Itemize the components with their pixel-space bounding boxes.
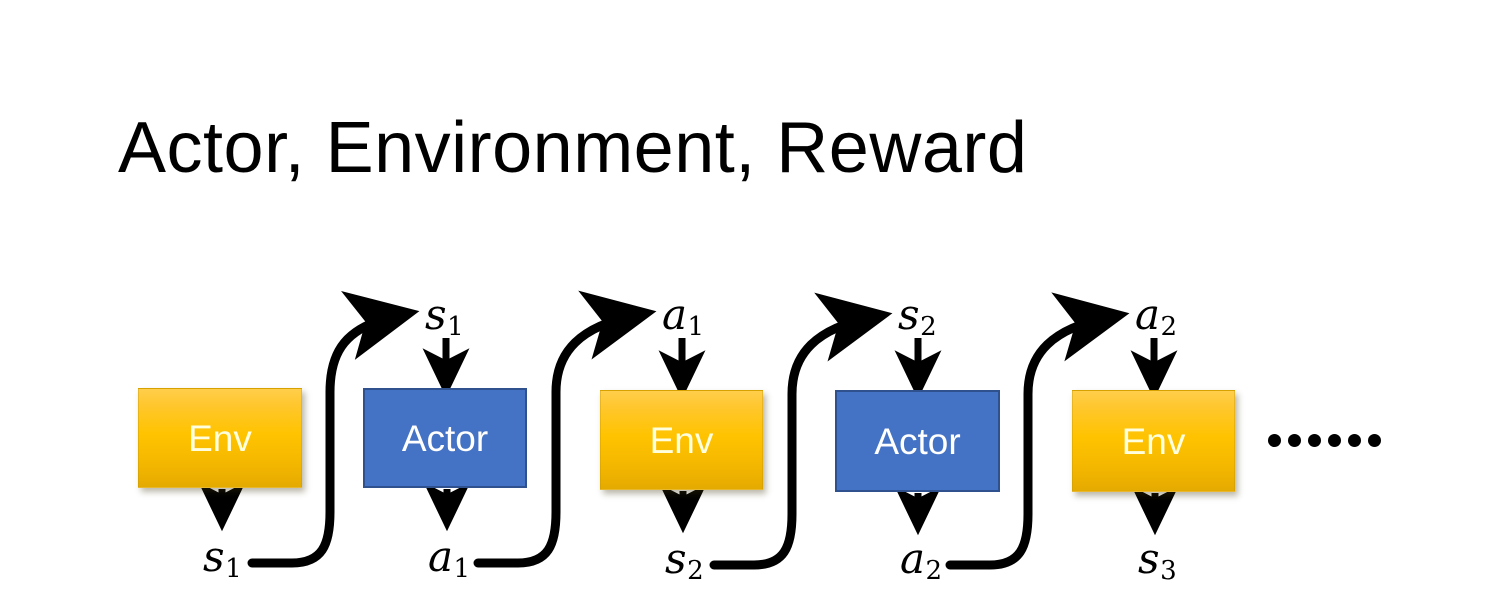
action-label-bottom-a2: a2 (900, 538, 942, 584)
ellipsis-dot (1308, 433, 1321, 447)
state-label-bottom-s1: s1 (203, 536, 242, 582)
label-base: s (203, 532, 225, 581)
label-base: a (662, 290, 688, 339)
env-box-2-label: Env (649, 419, 714, 461)
label-base: a (1135, 290, 1161, 339)
label-sub: 1 (687, 311, 705, 342)
ellipsis-continuation (1268, 420, 1381, 460)
down-arrows-out (198, 482, 1179, 536)
env-box-3-label: Env (1121, 420, 1186, 462)
ellipsis-dot (1328, 433, 1341, 447)
label-sub: 1 (225, 553, 242, 584)
ellipsis-dot (1348, 433, 1361, 447)
label-sub: 2 (925, 555, 943, 586)
label-sub: 2 (1160, 311, 1178, 342)
env-box-1-label: Env (188, 417, 252, 459)
env-box-2[interactable]: Env (600, 390, 763, 490)
state-label-top-s1: s1 (425, 294, 464, 340)
label-base: s (898, 290, 920, 339)
down-arrows-in (422, 338, 1178, 400)
actor-box-2-label: Actor (874, 420, 961, 462)
env-box-1[interactable]: Env (138, 388, 302, 488)
actor-box-1-label: Actor (401, 417, 489, 459)
label-sub: 1 (447, 311, 464, 342)
ellipsis-dot-group (1328, 433, 1381, 447)
state-label-bottom-s2: s2 (665, 538, 704, 584)
label-base: a (900, 534, 926, 583)
label-sub: 3 (1160, 555, 1177, 586)
action-label-top-a1: a1 (662, 294, 704, 340)
ellipsis-dot (1268, 433, 1281, 447)
label-sub: 2 (687, 555, 704, 586)
label-base: s (1138, 534, 1160, 583)
action-label-top-a2: a2 (1135, 294, 1177, 340)
label-base: a (428, 532, 454, 581)
ellipsis-dot (1288, 433, 1301, 447)
label-base: s (665, 534, 687, 583)
ellipsis-dot-group (1268, 433, 1321, 447)
state-label-bottom-s3: s3 (1138, 538, 1177, 584)
ellipsis-dot (1368, 433, 1381, 447)
label-sub: 1 (453, 553, 471, 584)
action-label-bottom-a1: a1 (428, 536, 470, 582)
state-label-top-s2: s2 (898, 294, 937, 340)
label-sub: 2 (920, 311, 937, 342)
actor-box-1[interactable]: Actor (363, 388, 527, 488)
page-title: Actor, Environment, Reward (118, 108, 1028, 188)
actor-box-2[interactable]: Actor (835, 390, 1000, 492)
label-base: s (425, 290, 447, 339)
env-box-3[interactable]: Env (1072, 390, 1235, 492)
